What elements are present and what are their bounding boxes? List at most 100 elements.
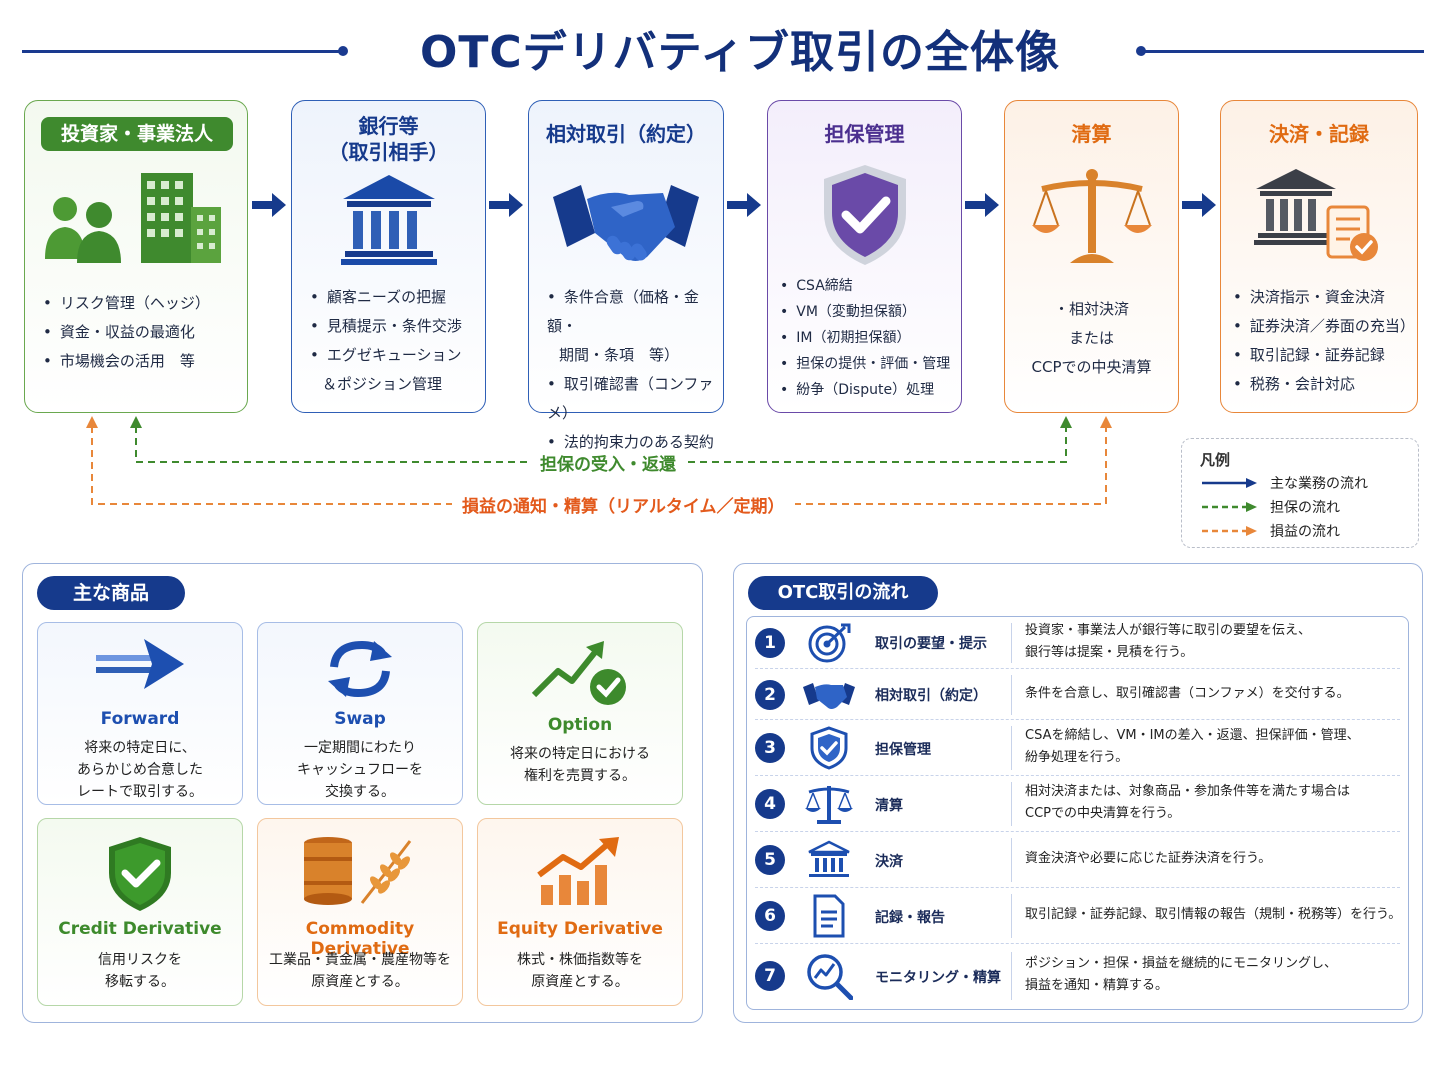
step-number: 6	[755, 901, 785, 931]
orange-dashed-arrow-icon	[1202, 526, 1257, 536]
product-name: Swap	[334, 709, 386, 729]
list-item: 取引確認書（コンファメ）	[547, 370, 723, 428]
page-title: OTCデリバティブ取引の全体像	[419, 27, 1061, 78]
investor-card-title: 投資家・事業法人	[41, 117, 233, 151]
product-name: Option	[547, 715, 613, 735]
title-dot-right	[1136, 46, 1146, 56]
bank-card-title: 銀行等 （取引相手）	[292, 113, 485, 165]
step-label: 清算	[875, 798, 903, 814]
step-number: 3	[755, 733, 785, 763]
product-equity-derivative: Equity Derivative 株式・株価指数等を 原資産とする。	[477, 818, 683, 1006]
bank-building-icon	[292, 173, 485, 265]
list-item: ＆ポジション管理	[322, 375, 443, 393]
list-item: 顧客ニーズの把握	[310, 283, 462, 312]
table-row: 2 相対取引（約定） 条件を合意し、取引確認書（コンファメ）を交付する。	[755, 669, 1400, 720]
legend-title: 凡例	[1200, 451, 1231, 469]
bank-title-line1: 銀行等	[358, 114, 419, 138]
list-item: 見積提示・条件交渉	[310, 312, 462, 341]
shield-check-icon	[799, 726, 859, 770]
step-description: 条件を合意し、取引確認書（コンファメ）を交付する。	[1025, 683, 1405, 705]
list-item: CSA締結	[780, 273, 950, 299]
legend-pnl-label: 損益の流れ	[1270, 524, 1340, 540]
row-divider	[1011, 726, 1012, 770]
step-desc-line: 紛争処理を行う。	[1025, 750, 1129, 765]
product-desc: 信用リスクを 移転する。	[44, 949, 236, 993]
step-label: 取引の要望・提示	[875, 636, 987, 652]
otc-flow-table: 1 取引の要望・提示 投資家・事業法人が銀行等に取引の要望を伝え、 銀行等は提案…	[746, 616, 1409, 1010]
step-description: CSAを締結し、VM・IMの差入・返還、担保評価・管理、 紛争処理を行う。	[1025, 725, 1405, 769]
product-desc-line: キャッシュフローを	[297, 762, 423, 778]
collateral-card-title: 担保管理	[824, 122, 905, 146]
solid-arrow-icon	[1202, 478, 1257, 488]
step-desc-line: 取引記録・証券記録、取引情報の報告（規制・税務等）を行う。	[1025, 907, 1402, 922]
row-divider	[1011, 894, 1012, 938]
bank-building-icon	[799, 840, 859, 880]
product-forward: Forward 将来の特定日に、 あらかじめ合意した レートで取引する。	[37, 622, 243, 805]
legend-collateral: 担保の流れ	[1202, 496, 1340, 518]
products-header: 主な商品	[37, 576, 185, 610]
product-credit-derivative: Credit Derivative 信用リスクを 移転する。	[37, 818, 243, 1006]
list-item: 証券決済／券面の充当）	[1233, 312, 1415, 341]
product-desc-line: 権利を売買する。	[524, 768, 636, 784]
product-name: Credit Derivative	[58, 919, 222, 939]
clearing-card-text: ・相対決済 または CCPでの中央清算	[1005, 295, 1178, 382]
row-divider	[1011, 675, 1012, 715]
product-name: Forward	[100, 709, 180, 729]
products-panel: 主な商品 Forward 将来の特定日に、 あらかじめ合意した レートで取引する…	[22, 563, 703, 1023]
product-desc-line: あらかじめ合意した	[77, 762, 203, 778]
clearing-card-title: 清算	[1071, 122, 1112, 146]
investor-card: 投資家・事業法人 リスク管理（ヘッジ） 資金・収益の最適化 市場機会の活用 等	[24, 100, 248, 413]
step-desc-line: CCPでの中央清算を行う。	[1025, 806, 1181, 821]
handshake-icon	[799, 679, 859, 711]
step-description: 相対決済または、対象商品・参加条件等を満たす場合は CCPでの中央清算を行う。	[1025, 781, 1405, 825]
title-rule-right	[1142, 50, 1424, 53]
product-desc-line: 信用リスクを	[98, 952, 182, 968]
collateral-card-list: CSA締結 VM（変動担保額） IM（初期担保額） 担保の提供・評価・管理 紛争…	[780, 273, 950, 403]
product-desc-line: 一定期間にわたり	[304, 740, 416, 756]
list-item: 担保の提供・評価・管理	[780, 351, 950, 377]
forward-arrow-icon	[38, 637, 242, 693]
scales-icon	[1005, 167, 1178, 267]
product-desc-line: 原資産とする。	[311, 974, 409, 990]
shield-check-icon	[768, 163, 961, 267]
list-item: 市場機会の活用 等	[43, 347, 210, 376]
step-label: 決済	[875, 854, 903, 870]
product-desc-line: レートで取引する。	[77, 784, 203, 800]
product-desc-line: 株式・株価指数等を	[517, 952, 643, 968]
scales-icon	[799, 782, 859, 826]
table-row: 6 記録・報告 取引記録・証券記録、取引情報の報告（規制・税務等）を行う。	[755, 888, 1401, 944]
product-desc-line: 原資産とする。	[531, 974, 629, 990]
product-option: Option 将来の特定日における 権利を売買する。	[477, 622, 683, 805]
step-label: 記録・報告	[875, 910, 945, 926]
bank-card-list: 顧客ニーズの把握 見積提示・条件交渉 エグゼキューション ＆ポジション管理	[310, 283, 462, 399]
product-desc: 将来の特定日に、 あらかじめ合意した レートで取引する。	[44, 737, 236, 803]
list-item: 税務・会計対応	[1233, 370, 1415, 399]
main-flow-arrow-icon	[727, 190, 763, 224]
table-row: 3 担保管理 CSAを締結し、VM・IMの差入・返還、担保評価・管理、 紛争処理…	[755, 720, 1400, 776]
table-row: 4 清算 相対決済または、対象商品・参加条件等を満たす場合は CCPでの中央清算…	[755, 776, 1400, 832]
growth-check-icon	[478, 637, 682, 707]
list-item: 条件合意（価格・金額・	[547, 283, 723, 341]
collateral-flow-label: 担保の受入・返還	[530, 450, 686, 475]
bar-chart-up-icon	[478, 835, 682, 907]
swap-cycle-icon	[258, 637, 462, 701]
product-desc: 株式・株価指数等を 原資産とする。	[484, 949, 676, 993]
list-item: VM（変動担保額）	[780, 299, 950, 325]
product-desc-line: 将来の特定日に、	[84, 740, 196, 756]
list-item: 法的拘束力のある契約	[547, 428, 723, 457]
main-flow-arrow-icon	[489, 190, 525, 224]
list-item: IM（初期担保額）	[780, 325, 950, 351]
investors-building-icon	[25, 167, 247, 267]
row-divider	[1011, 952, 1012, 1000]
title-row: OTCデリバティブ取引の全体像	[0, 8, 1448, 78]
main-flow-arrow-icon	[1182, 190, 1218, 224]
product-swap: Swap 一定期間にわたり キャッシュフローを 交換する。	[257, 622, 463, 805]
step-label: 担保管理	[875, 742, 931, 758]
table-row: 1 取引の要望・提示 投資家・事業法人が銀行等に取引の要望を伝え、 銀行等は提案…	[755, 617, 1400, 669]
step-desc-line: 条件を合意し、取引確認書（コンファメ）を交付する。	[1025, 686, 1350, 701]
barrel-wheat-icon	[258, 835, 462, 907]
list-item: 期間・条項 等）	[559, 346, 680, 364]
step-number: 5	[755, 845, 785, 875]
product-desc-line: 交換する。	[325, 784, 395, 800]
row-divider	[1011, 838, 1012, 882]
